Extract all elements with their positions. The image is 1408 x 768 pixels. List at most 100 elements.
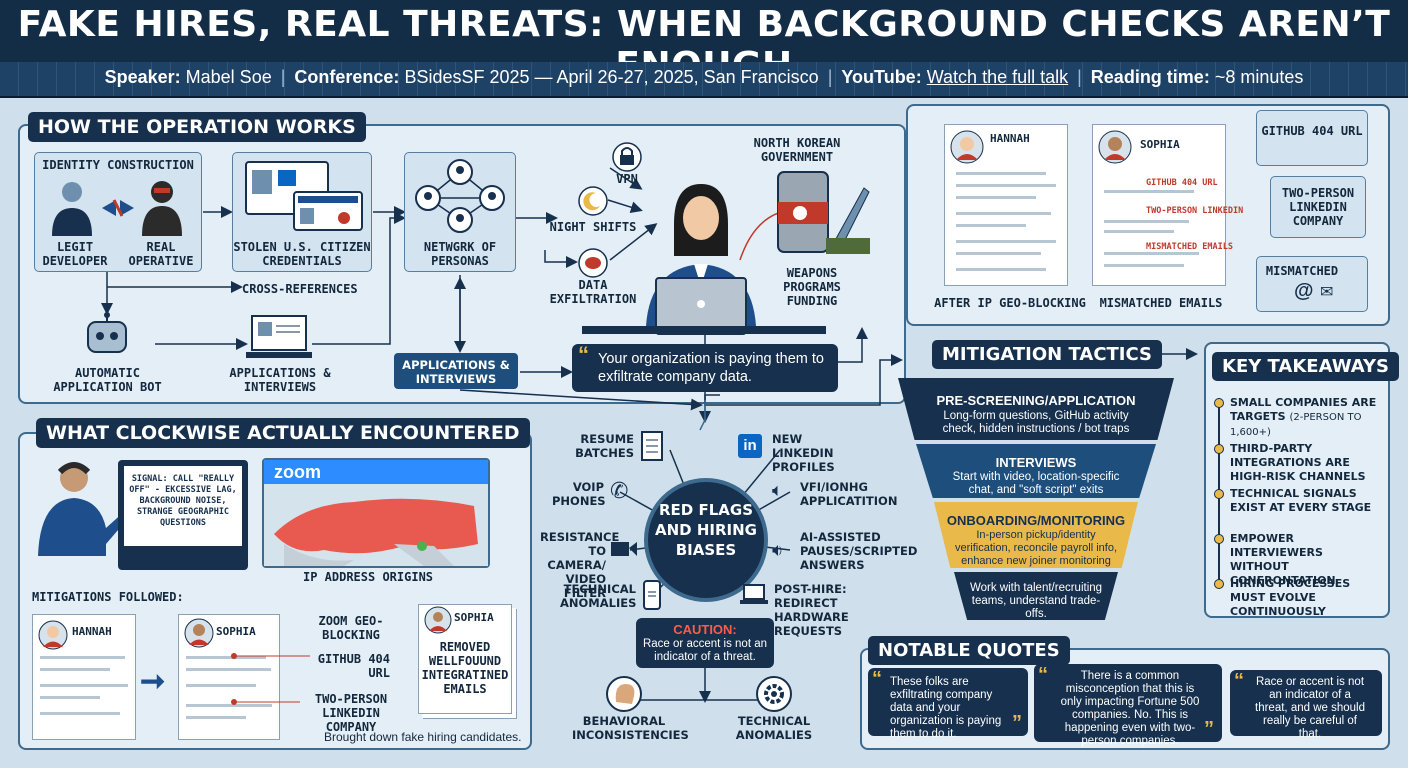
quote-2: There is a common misconception that thi…	[1060, 670, 1200, 747]
twoperson-callout	[1270, 176, 1366, 238]
hannah-lines	[956, 172, 1056, 282]
sophia-github-flag: GITHUB 404 URL	[1146, 178, 1218, 188]
right-arrow-icon: ➞	[140, 665, 166, 698]
linkedin-icon: in	[738, 434, 762, 458]
takeaway-1-small: (2-PERSON TO 1,600+)	[1230, 412, 1362, 438]
funnel-stage-1	[898, 378, 1174, 440]
network-label: NETWGRK OF PERSONAS	[423, 240, 497, 268]
vpn-label: VPN	[616, 172, 638, 186]
takeaway-item: HIRING PROCESSES MUST EVOLVE CONTINUOUSL…	[1214, 577, 1378, 622]
envelope-icon: ✉	[1320, 284, 1334, 301]
mismatched-callout	[1256, 256, 1368, 312]
laptop-icon	[246, 315, 312, 358]
speaker-icon-1: 🔈︎	[772, 480, 783, 500]
resume-batches-label: RESUME BATCHES	[575, 432, 634, 460]
talk-info: Speaker: Mabel Soe|Conference: BSidesSF …	[104, 67, 1304, 87]
mismatched-emails-label: MISMATCHED EMAILS	[1099, 296, 1223, 310]
zoom-logo: zoom	[274, 462, 321, 482]
resistance-label: RESISTANCE TO CAMERA/ VIDEO FILTER	[540, 530, 620, 600]
sophia-avatar	[1098, 130, 1132, 164]
clockwise-hannah-lines	[40, 656, 130, 736]
laptop-small-icon	[740, 584, 768, 604]
sophia-lines	[1104, 190, 1204, 280]
mismatched-callout-label: MISMATCHED	[1265, 264, 1339, 278]
quote-card-2: There is a common misconception that thi…	[1034, 664, 1222, 747]
quote-open-icon: “	[578, 342, 589, 367]
desk	[582, 326, 826, 334]
info-strip	[0, 62, 1408, 96]
takeaway-item: EMPOWER INTERVIEWERS WITHOUT CONFRONTATI…	[1214, 532, 1378, 587]
hannah-avatar	[950, 130, 984, 164]
moon-icon	[578, 186, 608, 216]
night-shifts-label: NIGHT SHIFTS	[549, 220, 637, 234]
speaker-name: Mabel Soe	[185, 67, 272, 87]
funnel-2-text: Start with video, location-specific chat…	[952, 471, 1120, 496]
youtube-label: YouTube:	[841, 67, 922, 87]
at-icon: @	[1294, 280, 1314, 302]
clockwise-sophia-avatar	[184, 618, 214, 648]
funnel-stage-3	[934, 502, 1138, 568]
robot-icon	[87, 312, 127, 353]
bot-label: AUTOMATIC APPLICATION BOT	[53, 366, 162, 394]
sophia-removed-avatar	[424, 606, 452, 634]
clockwise-hannah-avatar	[38, 620, 68, 650]
red-pointer-lines	[231, 653, 310, 705]
technical-anomalies-2-label: TECHNICAL ANOMALIES	[735, 714, 813, 742]
stolen-credentials-label: STOLEN U.S. CITIZEN CREDENTIALS	[233, 240, 371, 268]
takeaway-item: SMALL COMPANIES ARE TARGETS (2-PERSON TO…	[1214, 396, 1378, 442]
speaker-icon-2: 🔉︎	[772, 540, 784, 560]
quote-2-close-icon: ”	[1204, 718, 1214, 740]
id-card-icon	[245, 161, 363, 231]
clockwise-twoperson-label: TWO-PERSON LINKEDIN COMPANY	[314, 692, 388, 734]
caution-title: CAUTION:	[673, 622, 737, 637]
reading-label: Reading time:	[1090, 67, 1210, 87]
quote-1-open-icon: “	[872, 668, 882, 690]
identity-title: IDENTITY CONSTRUCTION	[42, 158, 194, 172]
mitigation-label: MITIGATION TACTICS	[932, 340, 1163, 369]
youtube-link[interactable]: Watch the full talk	[926, 67, 1069, 87]
network-icon	[415, 159, 505, 233]
after-geo-label: AFTER IP GEO-BLOCKING	[934, 296, 1086, 310]
clockwise-sophia-name: SOPHIA	[216, 625, 256, 638]
takeaway-5: HIRING PROCESSES MUST EVOLVE CONTINUOUSL…	[1230, 577, 1351, 618]
phone-icon: ✆	[610, 478, 629, 503]
mitigations-followed-label: MITIGATIONS FOLLOWED:	[32, 590, 184, 604]
operative-figure-icon	[646, 184, 756, 335]
new-linkedin-label: NEW LINKEDIN PROFILES	[772, 432, 835, 474]
vfi-label: VFI/IONHG APPLICATITION	[800, 480, 898, 508]
applications-pill	[394, 353, 518, 389]
conference-name: BSidesSF 2025 — April 26-27, 2025, San F…	[404, 67, 819, 87]
legit-developer-label: LEGIT DEVELOPER	[42, 240, 108, 268]
funnel-3-title: ONBOARDING/MONITORING	[946, 513, 1126, 528]
clockwise-label: WHAT CLOCKWISE ACTUALLY ENCOUNTERED	[36, 418, 530, 448]
sophia-linkedin-flag: TWO-PERSON LINKEDIN	[1146, 206, 1244, 216]
speaker-label: Speaker:	[104, 67, 181, 87]
caution-text: Race or accent is not an indicator of a …	[642, 638, 767, 663]
signal-text: SIGNAL: CALL "REALLY OFF" - EKCESSIVE LA…	[129, 474, 237, 528]
red-flags-hub	[644, 478, 768, 602]
technical-anomalies-label: TECHNICAL ANOMALIES	[560, 582, 637, 610]
cross-references-label: CROSS-REFERENCES	[242, 282, 358, 296]
behavioral-label: BEHAVIORAL INCONSISTENCIES	[572, 714, 689, 742]
real-operative-label: REAL OPERATIVE	[128, 240, 194, 268]
funnel-1-title: PRE-SCREENING/APPLICATION	[936, 393, 1136, 408]
hannah-name: HANNAH	[990, 132, 1030, 145]
quote-1: These folks are exfiltrating company dat…	[890, 676, 1002, 740]
quote-card-3: Race or accent is not an indicator of a …	[1230, 670, 1382, 740]
camera-icon	[611, 542, 637, 556]
zoom-bar	[264, 460, 488, 484]
operation-quote: Your organization is paying them to exfi…	[598, 351, 824, 385]
takeaways-panel	[1204, 342, 1390, 618]
clockwise-hannah-name: HANNAH	[72, 625, 112, 638]
conference-label: Conference:	[294, 67, 400, 87]
funnel-4-text: Work with talent/recruiting teams, under…	[969, 582, 1103, 620]
takeaway-1-main: SMALL COMPANIES ARE TARGETS	[1230, 396, 1377, 423]
clockwise-sophia-lines	[186, 656, 276, 736]
funnel-3-text: In-person pickup/identity verification, …	[954, 529, 1118, 567]
zoom-geo-label: ZOOM GEO-BLOCKING	[318, 614, 384, 642]
operation-label: HOW THE OPERATION WORKS	[28, 112, 366, 142]
barrel-missile-icon	[777, 171, 870, 254]
funnel-stage-2	[916, 444, 1156, 498]
funnel-2-title: INTERVIEWS	[995, 455, 1077, 470]
red-flags-title: RED FLAGS AND HIRING BIASES	[655, 501, 757, 559]
